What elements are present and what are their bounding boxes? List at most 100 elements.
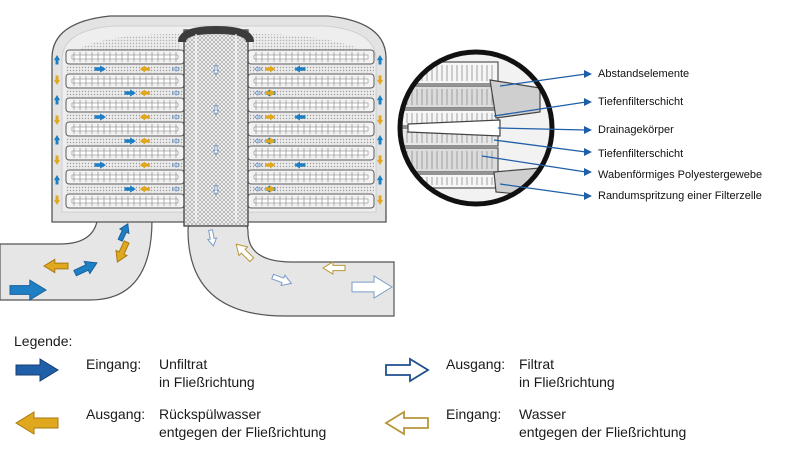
wall-arrow-up [53, 175, 61, 185]
legend-item-wasser: Eingang: Wasser entgegen der Fließrichtu… [446, 405, 746, 445]
cell-gap [248, 89, 374, 97]
gap-arrow-blue-shape [94, 113, 106, 121]
inlet-arrow-blue [9, 279, 47, 301]
inlet-arrow-blue [73, 260, 98, 277]
wall-arrow-down-shape [53, 115, 61, 125]
gap-arrow-blue-shape [124, 185, 136, 193]
drainage-channel [71, 78, 179, 84]
legend-line2: in Fließrichtung [519, 374, 615, 390]
wall-arrow-down [53, 155, 61, 165]
lens-layer [400, 61, 499, 85]
wall-arrow-down [376, 115, 384, 125]
wall-arrow-up-shape [376, 95, 384, 105]
callout-line [493, 101, 587, 117]
gap-arrow-gold [139, 185, 150, 193]
gap-arrow-blue-shape [94, 161, 106, 169]
inlet-arrow-blue-shape [73, 260, 98, 277]
wall-arrow-up [376, 135, 384, 145]
callout-line [497, 127, 587, 131]
gap-arrow-gold-shape [265, 89, 276, 97]
inlet-arrow-blue-shape [117, 222, 130, 242]
drainage-channel [253, 126, 369, 132]
magnifier-detail [397, 49, 555, 207]
central-core [183, 29, 249, 227]
gap-arrow-blue [124, 185, 136, 193]
legend-line2: entgegen der Fließrichtung [519, 424, 687, 440]
wall-arrow-down [376, 75, 384, 85]
outlet-arrow-wasser [235, 243, 255, 263]
core-arrow-out-shape [172, 114, 181, 120]
core-arrow-out [253, 66, 262, 72]
lens-drainage [407, 119, 501, 137]
cell-gap [248, 161, 374, 169]
inlet-arrow-gold-shape [115, 240, 130, 263]
outlet-arrow-white-shape [206, 229, 218, 247]
core-arrow-out [172, 114, 181, 120]
callout-randumspritzung: Randumspritzung einer Filterzelle [598, 190, 762, 202]
core-arrow-out [253, 90, 262, 96]
inlet-arrow-blue [117, 222, 130, 242]
drainage-channel [253, 54, 369, 60]
cell-gap [248, 65, 374, 73]
callout-line [481, 155, 587, 173]
wall-arrow-up [376, 55, 384, 65]
callout-arrowhead [584, 192, 592, 200]
filter-cell-stack [65, 49, 375, 209]
drainage-channel [71, 174, 179, 180]
legend-arrow-wasser-icon [384, 410, 429, 436]
gap-arrow-blue-shape [124, 137, 136, 145]
core-arrow-out [172, 162, 181, 168]
wall-arrow-down-shape [53, 195, 61, 205]
gap-arrow-gold-shape [265, 137, 276, 145]
core-cap [178, 26, 254, 42]
gap-arrow-gold-shape [139, 89, 150, 97]
outlet-arrow-white [271, 273, 293, 287]
core-arrow-out [253, 162, 262, 168]
cell-gap [248, 113, 374, 121]
gap-arrow-gold-shape [139, 161, 150, 169]
legend-item-filtrat: Ausgang: Filtrat in Fließrichtung [446, 355, 746, 395]
wall-arrow-down [376, 155, 384, 165]
drainage-channel [71, 102, 179, 108]
outlet-arrow-white-shape [271, 273, 293, 287]
gap-arrow-gold-shape [139, 113, 150, 121]
core-arrow-out-shape [253, 186, 262, 192]
gap-arrow-gold-shape [265, 65, 276, 73]
callout-tiefenfilterschicht-1: Tiefenfilterschicht [598, 96, 684, 108]
wall-arrow-down-shape [376, 115, 384, 125]
legend-kind: Ausgang: [86, 406, 146, 422]
wall-arrow-down [53, 115, 61, 125]
gap-arrow-gold [139, 137, 150, 145]
gap-arrow-blue [294, 65, 306, 73]
cell-gap [248, 185, 374, 193]
core-arrow-out [172, 90, 181, 96]
gap-arrow-gold [139, 113, 150, 121]
core-arrow-out-shape [253, 114, 262, 120]
gap-arrow-gold [265, 161, 276, 169]
callout-arrowhead [584, 168, 592, 176]
core-arrow-down [212, 65, 220, 76]
core-arrow-out-shape [172, 90, 181, 96]
core-arrow-out [253, 186, 262, 192]
gap-arrow-gold-shape [139, 185, 150, 193]
gap-arrow-blue-shape [124, 89, 136, 97]
wall-arrow-up-shape [53, 55, 61, 65]
legend-item-rueckspuelwasser: Ausgang: Rückspülwasser entgegen der Fli… [86, 405, 386, 445]
legend-line1: Unfiltrat [159, 356, 208, 372]
wall-arrow-up-shape [53, 135, 61, 145]
drainage-channel [253, 102, 369, 108]
core-arrow-out [172, 66, 181, 72]
core-arrow-out-shape [253, 138, 262, 144]
core-arrow-out-shape [172, 162, 181, 168]
gap-arrow-blue [94, 113, 106, 121]
wall-arrow-down [53, 195, 61, 205]
callout-abstandselemente: Abstandselemente [598, 68, 690, 80]
wall-arrow-up [53, 55, 61, 65]
flow-arrows [9, 55, 393, 301]
gap-arrow-gold [139, 161, 150, 169]
gap-arrow-gold [139, 89, 150, 97]
wall-arrow-down [53, 75, 61, 85]
callout-drainagekoerper: Drainagekörper [598, 124, 674, 136]
gap-arrow-blue [94, 65, 106, 73]
wall-arrow-down-shape [53, 155, 61, 165]
